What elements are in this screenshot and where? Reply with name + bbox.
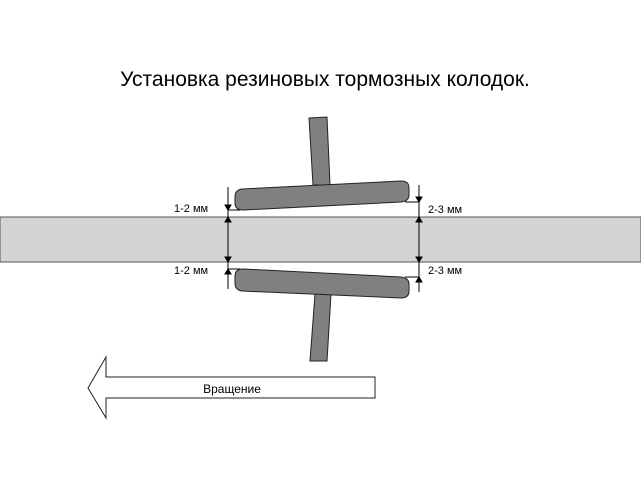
gap-label-bottom-right: 2-3 мм: [428, 265, 462, 277]
gap-label-top-left: 1-2 мм: [174, 203, 208, 215]
rotation-arrow-icon: [87, 355, 376, 420]
gap-dimension-right: [405, 185, 423, 292]
diagram-title: Установка резиновых тормозных колодок.: [120, 68, 530, 91]
gap-label-top-right: 2-3 мм: [428, 204, 462, 216]
bottom-brake-pad: [234, 268, 410, 299]
top-pad-lever: [308, 116, 331, 186]
gap-dimension-left: [224, 187, 240, 289]
brake-disc: [0, 216, 641, 263]
rotation-label: Вращение: [203, 382, 261, 396]
gap-label-bottom-left: 1-2 мм: [174, 265, 208, 277]
bottom-pad-lever: [309, 293, 332, 362]
top-brake-pad: [234, 180, 410, 211]
